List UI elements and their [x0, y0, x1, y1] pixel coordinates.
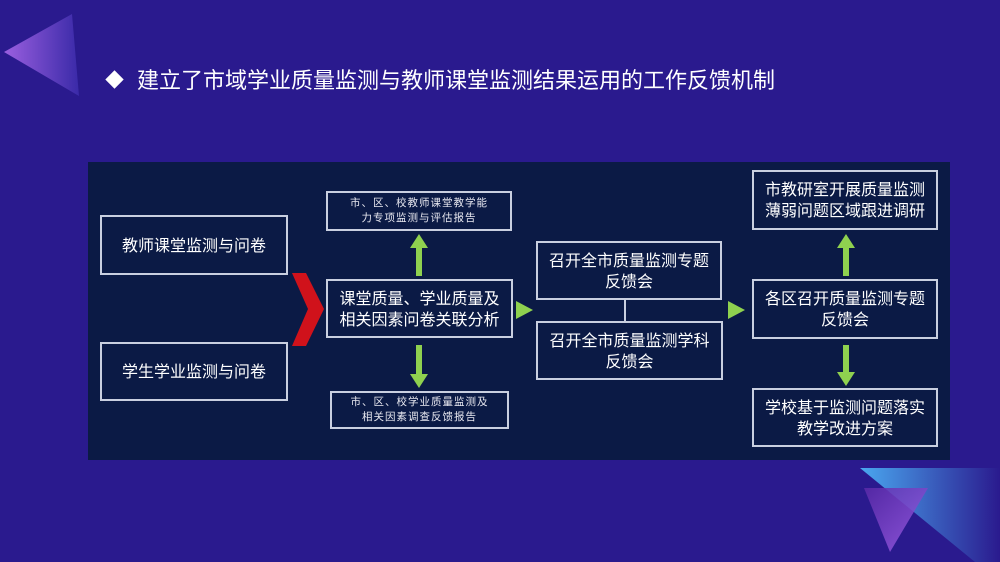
arrow-up-icon	[410, 234, 428, 248]
research-box: 市教研室开展质量监测薄弱问题区域跟进调研	[752, 170, 938, 230]
arrow-up-icon	[837, 234, 855, 248]
teacher-report-box: 市、区、校教师课堂教学能力专项监测与评估报告	[326, 191, 512, 231]
triangle-top-left	[4, 14, 79, 96]
student-monitoring-box: 学生学业监测与问卷	[100, 342, 288, 401]
city-subject-meeting-box: 召开全市质量监测学科反馈会	[536, 321, 723, 380]
arrow-down-shaft	[843, 345, 849, 373]
student-report-box: 市、区、校学业质量监测及相关因素调查反馈报告	[330, 391, 509, 429]
city-topic-meeting-box: 召开全市质量监测专题反馈会	[536, 241, 722, 300]
arrow-down-icon	[410, 374, 428, 388]
district-meeting-box: 各区召开质量监测专题反馈会	[752, 279, 938, 339]
school-action-box: 学校基于监测问题落实教学改进方案	[752, 388, 938, 447]
slide-title: 建立了市域学业质量监测与教师课堂监测结果运用的工作反馈机制	[105, 63, 776, 95]
arrow-down-icon	[837, 372, 855, 386]
teacher-monitoring-box: 教师课堂监测与问卷	[100, 215, 288, 275]
arrow-right-icon	[728, 301, 745, 319]
arrow-up-shaft	[416, 247, 422, 276]
red-chevron-icon	[292, 273, 324, 346]
triangle-bottom-right-purple	[864, 488, 928, 552]
arrow-down-shaft	[416, 345, 422, 375]
connector-line	[624, 300, 626, 321]
title-text: 建立了市域学业质量监测与教师课堂监测结果运用的工作反馈机制	[137, 69, 776, 94]
arrow-up-shaft	[843, 247, 849, 276]
arrow-right-icon	[516, 301, 533, 319]
analysis-box: 课堂质量、学业质量及相关因素问卷关联分析	[326, 279, 513, 338]
diamond-bullet-icon	[105, 69, 124, 89]
